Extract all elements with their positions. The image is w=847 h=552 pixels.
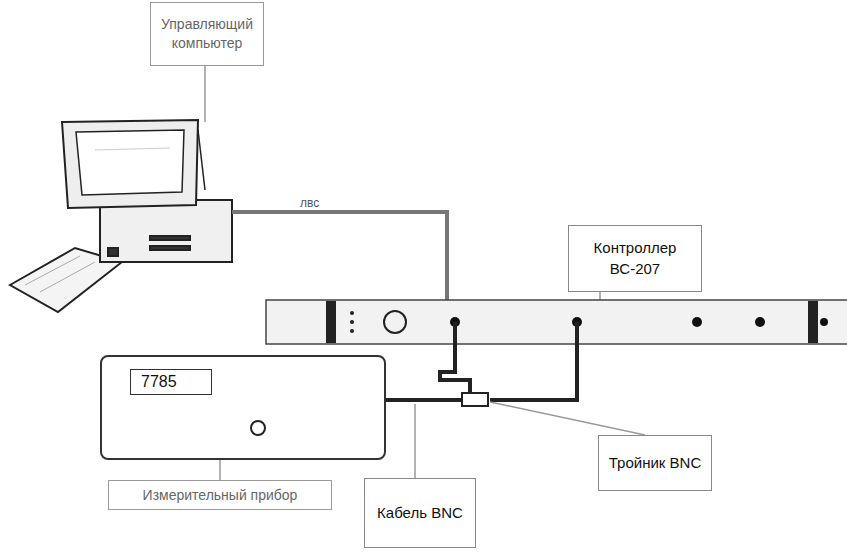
callout-box: Тройник BNC <box>598 435 712 491</box>
instrument-box: 7785 <box>100 355 386 460</box>
callout-text: Управляющий компьютер <box>157 15 257 53</box>
wire-label: лвс <box>298 196 321 210</box>
callout-text: Контроллер ВС-207 <box>575 238 695 279</box>
callout-box: Измерительный прибор <box>108 480 332 510</box>
leader-line <box>220 460 221 480</box>
display-reading: 7785 <box>130 369 212 395</box>
callout-text: Тройник BNC <box>609 453 701 473</box>
callout-box: Кабель BNC <box>364 478 476 548</box>
callout-text: Кабель BNC <box>377 503 463 523</box>
callout-box: Управляющий компьютер <box>150 2 264 66</box>
callout-box: Контроллер ВС-207 <box>568 225 702 292</box>
callout-text: Измерительный прибор <box>143 486 298 505</box>
